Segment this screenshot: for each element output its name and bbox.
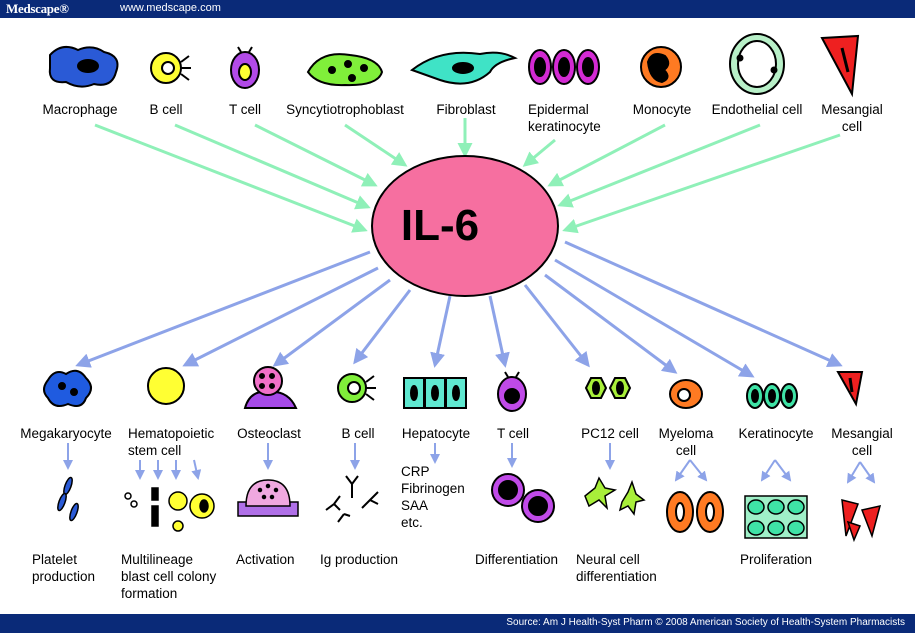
arrow-epidermal bbox=[522, 138, 556, 167]
label-mesangial-cell-source: Mesangial cell bbox=[821, 102, 883, 134]
arrow-tcell-out bbox=[488, 295, 510, 368]
t-cell-icon bbox=[230, 46, 260, 89]
arrow-tcell-in bbox=[254, 123, 378, 187]
label-t-cell-target: T cell bbox=[496, 426, 530, 441]
t-cell-target-icon bbox=[497, 371, 527, 412]
hepatocyte-icon bbox=[403, 377, 467, 409]
megakaryocyte-icon bbox=[43, 369, 92, 407]
label-syncytiotrophoblast: Syncytiotrophoblast bbox=[286, 102, 404, 117]
label-proliferation: Proliferation bbox=[740, 552, 813, 567]
label-keratinocyte: Keratinocyte bbox=[738, 426, 814, 441]
monocyte-icon bbox=[640, 46, 682, 88]
bottom-bar: Source: Am J Health-Syst Pharm © 2008 Am… bbox=[0, 614, 915, 633]
label-mesangial-cell-target: Mesangial cell bbox=[831, 426, 893, 458]
label-epidermal-keratinocyte: Epidermal keratinocyte bbox=[528, 102, 601, 134]
label-fibroblast: Fibroblast bbox=[436, 102, 496, 117]
label-platelet-production: Platelet production bbox=[32, 552, 96, 584]
output-arrows bbox=[75, 240, 843, 378]
arrow-macrophage bbox=[94, 123, 368, 233]
label-blast-colony-formation: Multilineage blast cell colony formation bbox=[121, 552, 217, 601]
input-arrows bbox=[94, 118, 841, 234]
il6-ellipse bbox=[371, 155, 559, 297]
label-differentiation: Differentiation bbox=[475, 552, 559, 567]
label-acute-phase-proteins: CRP Fibrinogen SAA etc. bbox=[401, 464, 465, 530]
arrow-bcell-in bbox=[174, 123, 371, 210]
keratinocyte-icon bbox=[746, 383, 798, 409]
label-monocyte: Monocyte bbox=[632, 102, 692, 117]
arrow-myeloma bbox=[544, 273, 678, 374]
arrow-megakaryocyte bbox=[75, 250, 371, 368]
mesangial-cell-icon bbox=[820, 34, 860, 98]
myeloma-cell-icon bbox=[669, 379, 703, 409]
label-activation: Activation bbox=[236, 552, 295, 567]
platelets-icon bbox=[57, 476, 79, 522]
arrow-osteoclast bbox=[272, 278, 391, 367]
b-cell-target-icon bbox=[337, 373, 376, 403]
proliferating-keratinocytes-icon bbox=[744, 495, 808, 539]
proliferating-mesangial-icon bbox=[841, 499, 882, 543]
arrow-hepatocyte bbox=[430, 295, 452, 368]
osteoclast-icon bbox=[243, 366, 298, 409]
activated-osteoclast-icon bbox=[237, 479, 299, 517]
arrow-mesangial-out bbox=[564, 240, 843, 367]
proliferating-myeloma-icon bbox=[666, 491, 724, 533]
endothelial-cell-icon bbox=[729, 33, 785, 95]
macrophage-icon bbox=[48, 45, 119, 88]
label-t-cell-source: T cell bbox=[228, 102, 262, 117]
label-osteoclast: Osteoclast bbox=[237, 426, 301, 441]
label-megakaryocyte: Megakaryocyte bbox=[20, 426, 112, 441]
mesangial-cell-target-icon bbox=[836, 371, 864, 407]
label-pc12-cell: PC12 cell bbox=[581, 426, 639, 441]
source-citation: Source: Am J Health-Syst Pharm © 2008 Am… bbox=[506, 617, 905, 628]
label-macrophage: Macrophage bbox=[42, 102, 118, 117]
arrow-monocyte bbox=[547, 123, 666, 187]
arrow-endothelial bbox=[557, 123, 761, 208]
fibroblast-icon bbox=[409, 51, 518, 85]
site-url[interactable]: www.medscape.com bbox=[120, 2, 221, 14]
label-myeloma-cell: Myeloma cell bbox=[658, 426, 714, 458]
il6-label: IL-6 bbox=[400, 201, 480, 250]
syncytiotrophoblast-icon bbox=[306, 53, 384, 87]
neural-cells-icon bbox=[584, 476, 646, 516]
blast-colony-icon bbox=[124, 487, 215, 532]
effect-arrows bbox=[63, 443, 876, 484]
arrow-mesangial-in bbox=[562, 133, 841, 234]
arrow-hsc bbox=[182, 266, 379, 367]
pc12-cell-icon bbox=[584, 377, 632, 399]
b-cell-icon bbox=[150, 52, 191, 84]
arrow-syncytio bbox=[344, 123, 408, 167]
arrow-pc12 bbox=[523, 284, 590, 368]
label-ig-production: Ig production bbox=[320, 552, 399, 567]
top-bar: Medscape® www.medscape.com bbox=[0, 0, 915, 18]
epidermal-keratinocyte-icon bbox=[528, 49, 600, 85]
label-neural-cell-differentiation: Neural cell differentiation bbox=[576, 552, 657, 584]
arrow-keratinocyte bbox=[554, 258, 755, 378]
label-hepatocyte: Hepatocyte bbox=[401, 426, 471, 441]
label-hematopoietic-stem-cell: Hematopoietic stem cell bbox=[128, 426, 215, 458]
hematopoietic-stem-cell-icon bbox=[147, 367, 185, 405]
arrow-bcell-out bbox=[353, 289, 412, 365]
label-endothelial-cell: Endothelial cell bbox=[711, 102, 803, 117]
differentiated-t-cells-icon bbox=[491, 473, 555, 523]
label-b-cell-target: B cell bbox=[341, 426, 375, 441]
label-b-cell-source: B cell bbox=[149, 102, 183, 117]
immunoglobulin-icon bbox=[325, 475, 379, 523]
medscape-logo: Medscape® bbox=[6, 1, 69, 16]
